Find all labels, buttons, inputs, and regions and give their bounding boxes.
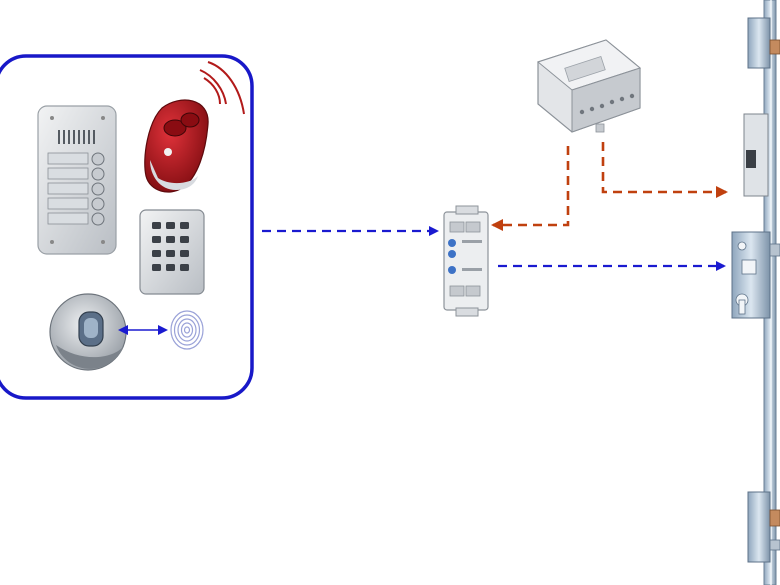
remote-control-icon	[144, 61, 245, 193]
power-arrow-supply-to-relay	[491, 146, 570, 231]
relay-module-icon	[443, 205, 489, 317]
fingerprint-reader-icon	[49, 293, 127, 371]
multipoint-lock-icon	[731, 0, 780, 585]
intercom-panel-icon	[37, 105, 117, 255]
fingerprint-icon	[170, 310, 204, 350]
power-arrow-supply-to-lock	[601, 142, 728, 198]
input-devices-group	[0, 54, 254, 400]
power-supply-icon	[536, 39, 642, 133]
input-devices-frame	[0, 54, 254, 400]
keypad-icon	[139, 209, 205, 295]
